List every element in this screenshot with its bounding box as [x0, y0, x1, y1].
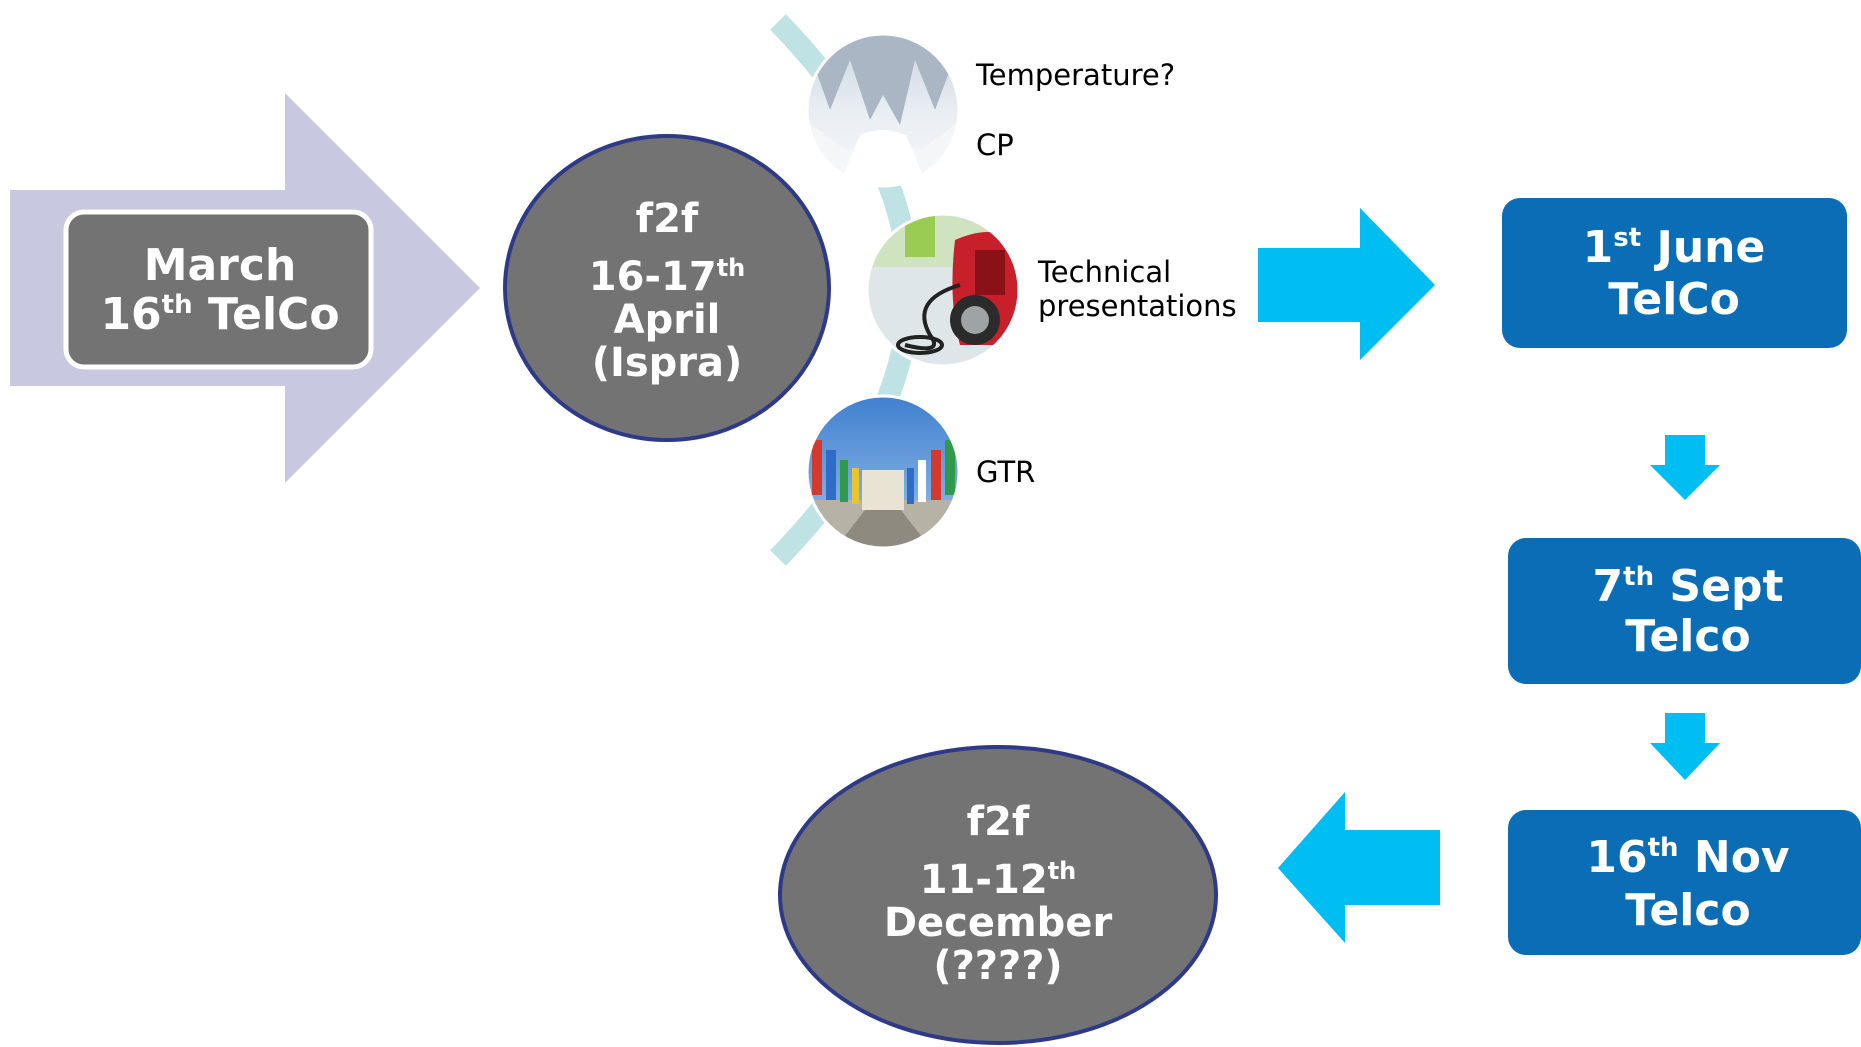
- snow-forest-photo: [805, 32, 961, 188]
- meeting2-month: December: [884, 900, 1113, 946]
- telco-nov-line1: 16th Nov: [1586, 832, 1790, 883]
- meeting1-node: f2f 16-17th April (Ispra): [503, 134, 831, 442]
- start-line2: 16th TelCo: [100, 289, 339, 340]
- telco-sept-line1: 7th Sept: [1593, 561, 1784, 612]
- arrow-down-2: [1650, 713, 1720, 780]
- meeting2-title: f2f: [967, 799, 1030, 845]
- telco-june-line1: 1st June: [1583, 222, 1766, 273]
- start-line1: March: [144, 240, 297, 291]
- start-node: March 16th TelCo: [63, 209, 374, 370]
- arrow-down-1: [1650, 435, 1720, 500]
- telco-nov-line2: Telco: [1625, 885, 1750, 936]
- meeting2-date: 11-12th: [920, 857, 1077, 903]
- telco-sept-line2: Telco: [1625, 611, 1750, 662]
- arrow-left: [1278, 792, 1440, 943]
- meeting1-title: f2f: [636, 196, 699, 242]
- flags-avenue-photo: [805, 394, 961, 550]
- topic-temperature-label: Temperature?: [975, 58, 1175, 92]
- telco-june-node: 1st June TelCo: [1502, 198, 1847, 348]
- telco-sept-node: 7th Sept Telco: [1508, 538, 1861, 684]
- topic-technical-label-line1: Technical: [1037, 255, 1171, 289]
- meeting1-place: (Ispra): [592, 340, 743, 386]
- topic-cp-label: CP: [976, 128, 1014, 162]
- telco-june-line2: TelCo: [1608, 274, 1740, 325]
- meeting1-month: April: [614, 297, 721, 343]
- meeting1-date: 16-17th: [589, 254, 746, 300]
- topic-technical-label-line2: presentations: [1038, 289, 1237, 323]
- telco-nov-node: 16th Nov Telco: [1508, 810, 1861, 955]
- ev-charging-photo: [865, 212, 1021, 368]
- topic-gtr-label: GTR: [976, 455, 1035, 489]
- meeting2-node: f2f 11-12th December (????): [778, 745, 1218, 1045]
- meeting2-place: (????): [933, 943, 1062, 989]
- arrow-right: [1258, 208, 1435, 360]
